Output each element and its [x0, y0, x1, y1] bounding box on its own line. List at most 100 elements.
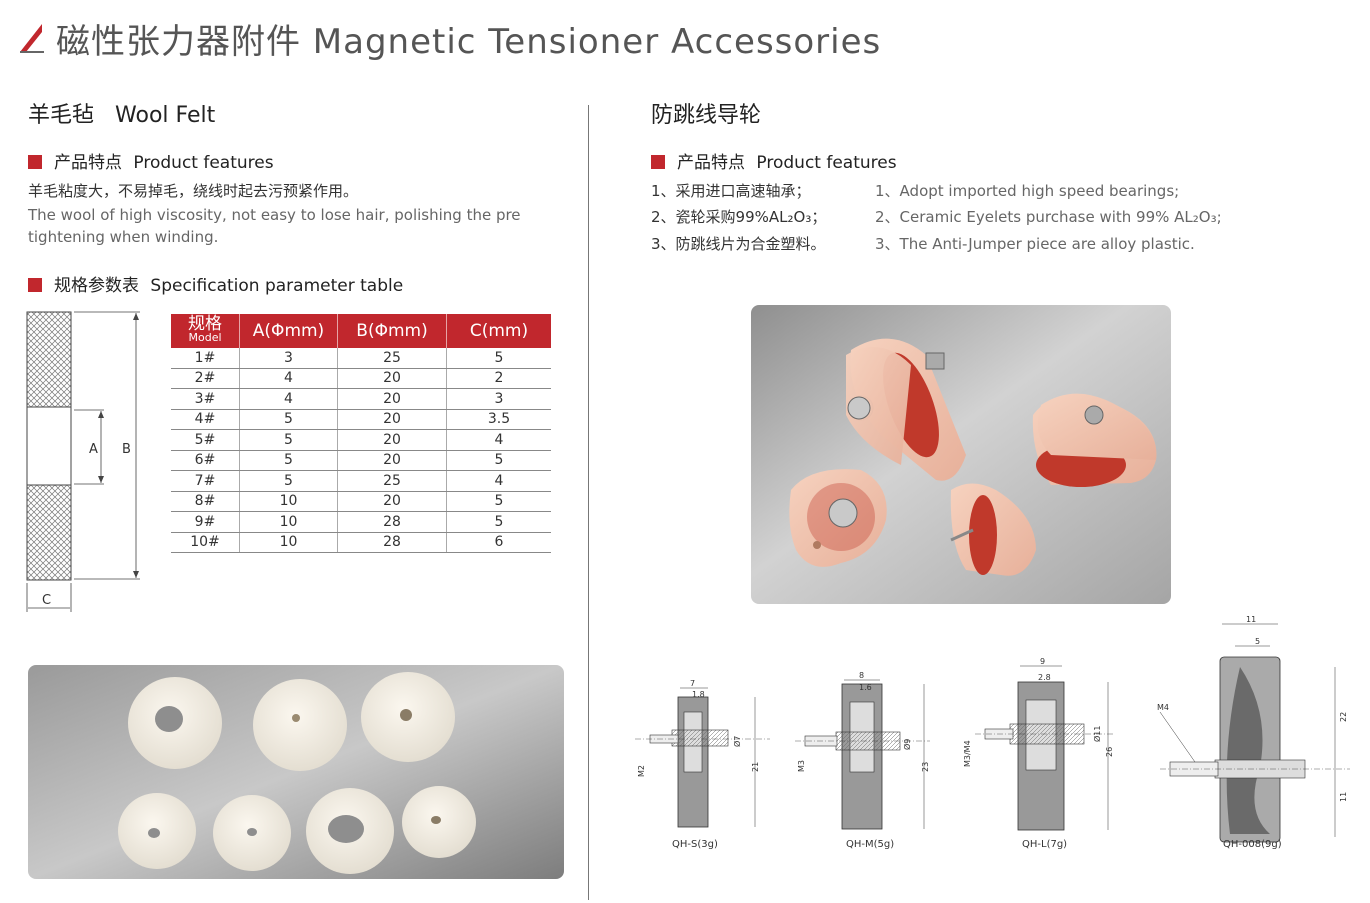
b-cell: 28 [337, 511, 447, 533]
spec-table-header: 规格 Model A(Φmm) B(Φmm) C(mm) [171, 314, 551, 348]
label-b: B [122, 442, 131, 457]
svg-text:26: 26 [1105, 747, 1114, 757]
model-cell: 9# [171, 511, 240, 533]
drawing-qh-008: 11 5 22 11 M4 QH-008(9g) [1157, 615, 1350, 850]
wool-features-cn: 羊毛粘度大，不易掉毛，绕线时起去污预紧作用。 [28, 182, 359, 200]
caption-qh-l: QH-L(7g) [1022, 839, 1067, 850]
guide-feature-cn-2: 2、瓷轮采购99%AL₂O₃； [651, 208, 827, 226]
c-cell: 4 [446, 470, 551, 492]
header-a: A(Φmm) [239, 314, 338, 348]
header-b: B(Φmm) [337, 314, 447, 348]
a-cell: 4 [239, 368, 338, 389]
drawing-qh-s: 7 1.8 Ø7 21 M2 QH-S(3g) [635, 679, 770, 850]
b-cell: 20 [337, 388, 447, 410]
a-cell: 4 [239, 388, 338, 410]
guide-feature-cn-3: 3、防跳线片为合金塑料。 [651, 235, 826, 253]
a-cell: 5 [239, 470, 338, 492]
svg-text:2.8: 2.8 [1038, 673, 1051, 682]
svg-text:Ø7: Ø7 [732, 736, 742, 747]
c-cell: 5 [446, 348, 551, 369]
c-cell: 3.5 [446, 409, 551, 430]
model-cell: 2# [171, 368, 240, 389]
svg-text:22: 22 [1339, 712, 1348, 722]
b-cell: 28 [337, 532, 447, 553]
features-heading-cn: 产品特点 [54, 153, 122, 173]
svg-text:Ø9: Ø9 [902, 739, 912, 750]
wool-felt-title-en: Wool Felt [115, 103, 216, 128]
column-divider [588, 105, 589, 900]
features-heading-cn: 产品特点 [677, 153, 745, 173]
c-cell: 2 [446, 368, 551, 389]
c-cell: 5 [446, 450, 551, 471]
svg-text:M3: M3 [797, 760, 806, 772]
technical-drawings: 7 1.8 Ø7 21 M2 QH-S(3g) 8 1.6 Ø9 23 M3 Q… [635, 615, 1350, 850]
svg-text:1.8: 1.8 [692, 690, 705, 699]
wool-features-en: The wool of high viscosity, not easy to … [28, 206, 521, 246]
b-cell: 20 [337, 450, 447, 471]
header-model-en: Model [188, 331, 222, 344]
svg-text:11: 11 [1246, 615, 1256, 624]
c-cell: 5 [446, 491, 551, 512]
guide-wheel-title: 防跳线导轮 [651, 103, 762, 128]
svg-text:M2: M2 [637, 765, 646, 777]
model-cell: 3# [171, 388, 240, 410]
guide-feature-cn-1: 1、采用进口高速轴承； [651, 182, 811, 200]
svg-text:M3/M4: M3/M4 [963, 740, 972, 767]
b-cell: 20 [337, 491, 447, 512]
c-cell: 3 [446, 388, 551, 410]
spec-heading-cn: 规格参数表 [54, 276, 139, 296]
b-cell: 20 [337, 409, 447, 430]
model-cell: 8# [171, 491, 240, 512]
a-cell: 5 [239, 429, 338, 451]
guide-features-heading: 产品特点 Product features [651, 148, 897, 173]
model-cell: 5# [171, 429, 240, 451]
b-cell: 25 [337, 470, 447, 492]
svg-text:5: 5 [1255, 637, 1260, 646]
bullet-square-icon [651, 155, 665, 169]
spec-heading: 规格参数表 Specification parameter table [28, 271, 403, 296]
page-title: 磁性张力器附件 Magnetic Tensioner Accessories [56, 22, 882, 62]
features-heading-en: Product features [756, 153, 897, 173]
caption-qh-008: QH-008(9g) [1223, 839, 1282, 850]
label-c: C [42, 593, 51, 608]
model-cell: 7# [171, 470, 240, 492]
guide-feature-en-3: 3、The Anti-Jumper piece are alloy plasti… [875, 235, 1195, 253]
c-cell: 6 [446, 532, 551, 553]
svg-text:23: 23 [921, 762, 930, 772]
drawing-qh-l: 9 2.8 Ø11 26 M3/M4 QH-L(7g) [963, 657, 1115, 850]
b-cell: 20 [337, 429, 447, 451]
svg-text:Ø11: Ø11 [1092, 726, 1102, 742]
a-cell: 3 [239, 348, 338, 369]
bullet-square-icon [28, 278, 42, 292]
header-model: 规格 Model [171, 314, 240, 348]
b-cell: 25 [337, 348, 447, 369]
bullet-square-icon [28, 155, 42, 169]
c-cell: 5 [446, 511, 551, 533]
a-cell: 10 [239, 532, 338, 553]
a-cell: 10 [239, 491, 338, 512]
svg-text:9: 9 [1040, 657, 1045, 666]
header-c: C(mm) [446, 314, 551, 348]
svg-text:M4: M4 [1157, 703, 1169, 712]
header-model-cn: 规格 [188, 314, 222, 334]
guide-feature-en-1: 1、Adopt imported high speed bearings; [875, 182, 1180, 200]
svg-text:21: 21 [751, 762, 760, 772]
wool-felt-title-cn: 羊毛毡 [28, 103, 95, 128]
caption-qh-m: QH-M(5g) [846, 839, 894, 850]
a-cell: 10 [239, 511, 338, 533]
caption-qh-s: QH-S(3g) [672, 839, 718, 850]
model-cell: 6# [171, 450, 240, 471]
c-cell: 4 [446, 429, 551, 451]
svg-text:8: 8 [859, 671, 864, 680]
features-heading-en: Product features [133, 153, 274, 173]
model-cell: 10# [171, 532, 240, 553]
wool-felt-photo [28, 665, 564, 879]
a-cell: 5 [239, 409, 338, 430]
